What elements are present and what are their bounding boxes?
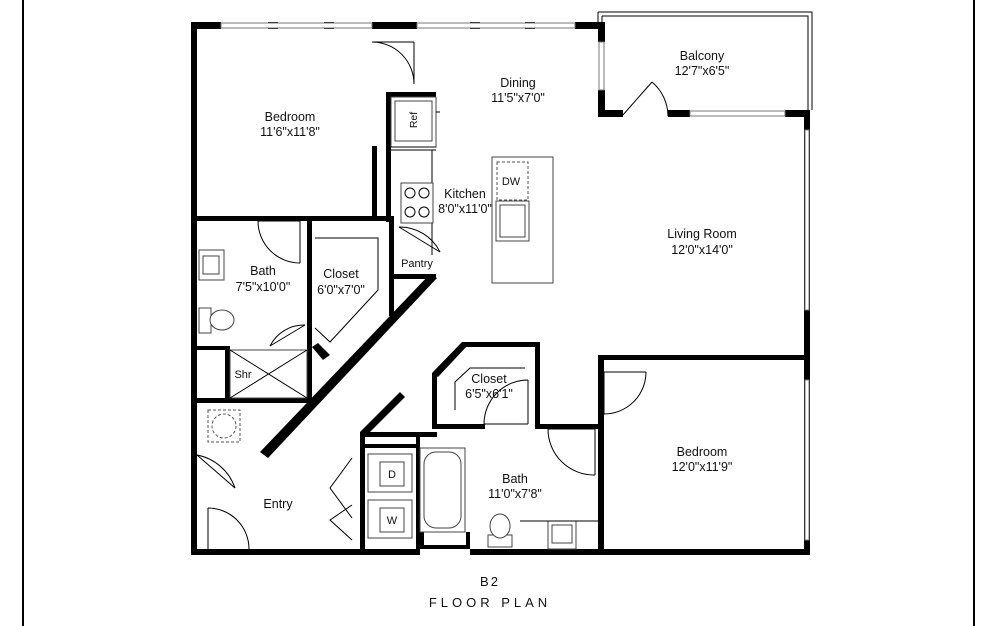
kitchen-name: Kitchen (444, 187, 486, 201)
toilet-icon (489, 513, 511, 539)
left-bath-fixtures (198, 249, 308, 443)
plan-subtitle: FLOOR PLAN (429, 595, 551, 610)
cooktop-icon (400, 182, 434, 224)
closet-left-shelving (314, 237, 379, 343)
center-bath-fixtures (419, 447, 598, 550)
bedroom-left-name: Bedroom (265, 110, 316, 124)
pantry-label: Pantry (401, 258, 433, 270)
closet-left-name: Closet (323, 267, 359, 281)
washer-label: W (387, 515, 398, 527)
windows (220, 22, 810, 541)
toilet-tank (198, 307, 212, 334)
page-border-left (22, 0, 24, 626)
laundry (367, 453, 413, 539)
toilet-icon (209, 309, 235, 331)
balcony-railing (597, 11, 813, 110)
page-border-right (973, 0, 975, 626)
bath-left-dims: 7'5"x10'0" (236, 280, 291, 294)
kitchen-fixtures (390, 96, 554, 284)
interior-walls (197, 92, 804, 549)
bath-center-name: Bath (502, 472, 528, 486)
doors (196, 41, 669, 550)
refrigerator-icon (394, 100, 433, 142)
closet-left-dims: 6'0"x7'0" (317, 283, 365, 297)
dishwasher-outline (496, 161, 529, 201)
dining-name: Dining (500, 76, 535, 90)
kitchen-dims: 8'0"x11'0" (438, 202, 492, 216)
living-room-name: Living Room (667, 227, 736, 241)
bedroom-right-dims: 12'0"x11'9" (672, 460, 733, 474)
bedroom-left-dims: 11'6"x11'8" (260, 125, 320, 139)
bedroom-right-name: Bedroom (677, 445, 728, 459)
bath-left-name: Bath (250, 264, 276, 278)
water-heater-outline (207, 409, 241, 443)
dining-dims: 11'5"x7'0" (491, 91, 545, 105)
closet-center-shelving (454, 367, 525, 410)
balcony-dims: 12'7"x6'5" (675, 64, 730, 78)
unit-code: B2 (480, 574, 500, 589)
closet-center-name: Closet (471, 372, 507, 386)
closet-center-dims: 6'5"x6'1" (465, 387, 513, 401)
dryer-label: D (388, 469, 396, 481)
living-room-dims: 12'0"x14'0" (671, 243, 733, 257)
ref-label: Ref (408, 112, 420, 128)
dw-label: DW (502, 176, 521, 188)
shower-label: Shr (234, 369, 251, 381)
balcony-name: Balcony (680, 49, 725, 63)
bath-center-dims: 11'0"x7'8" (488, 487, 542, 501)
entry-name: Entry (263, 497, 293, 511)
